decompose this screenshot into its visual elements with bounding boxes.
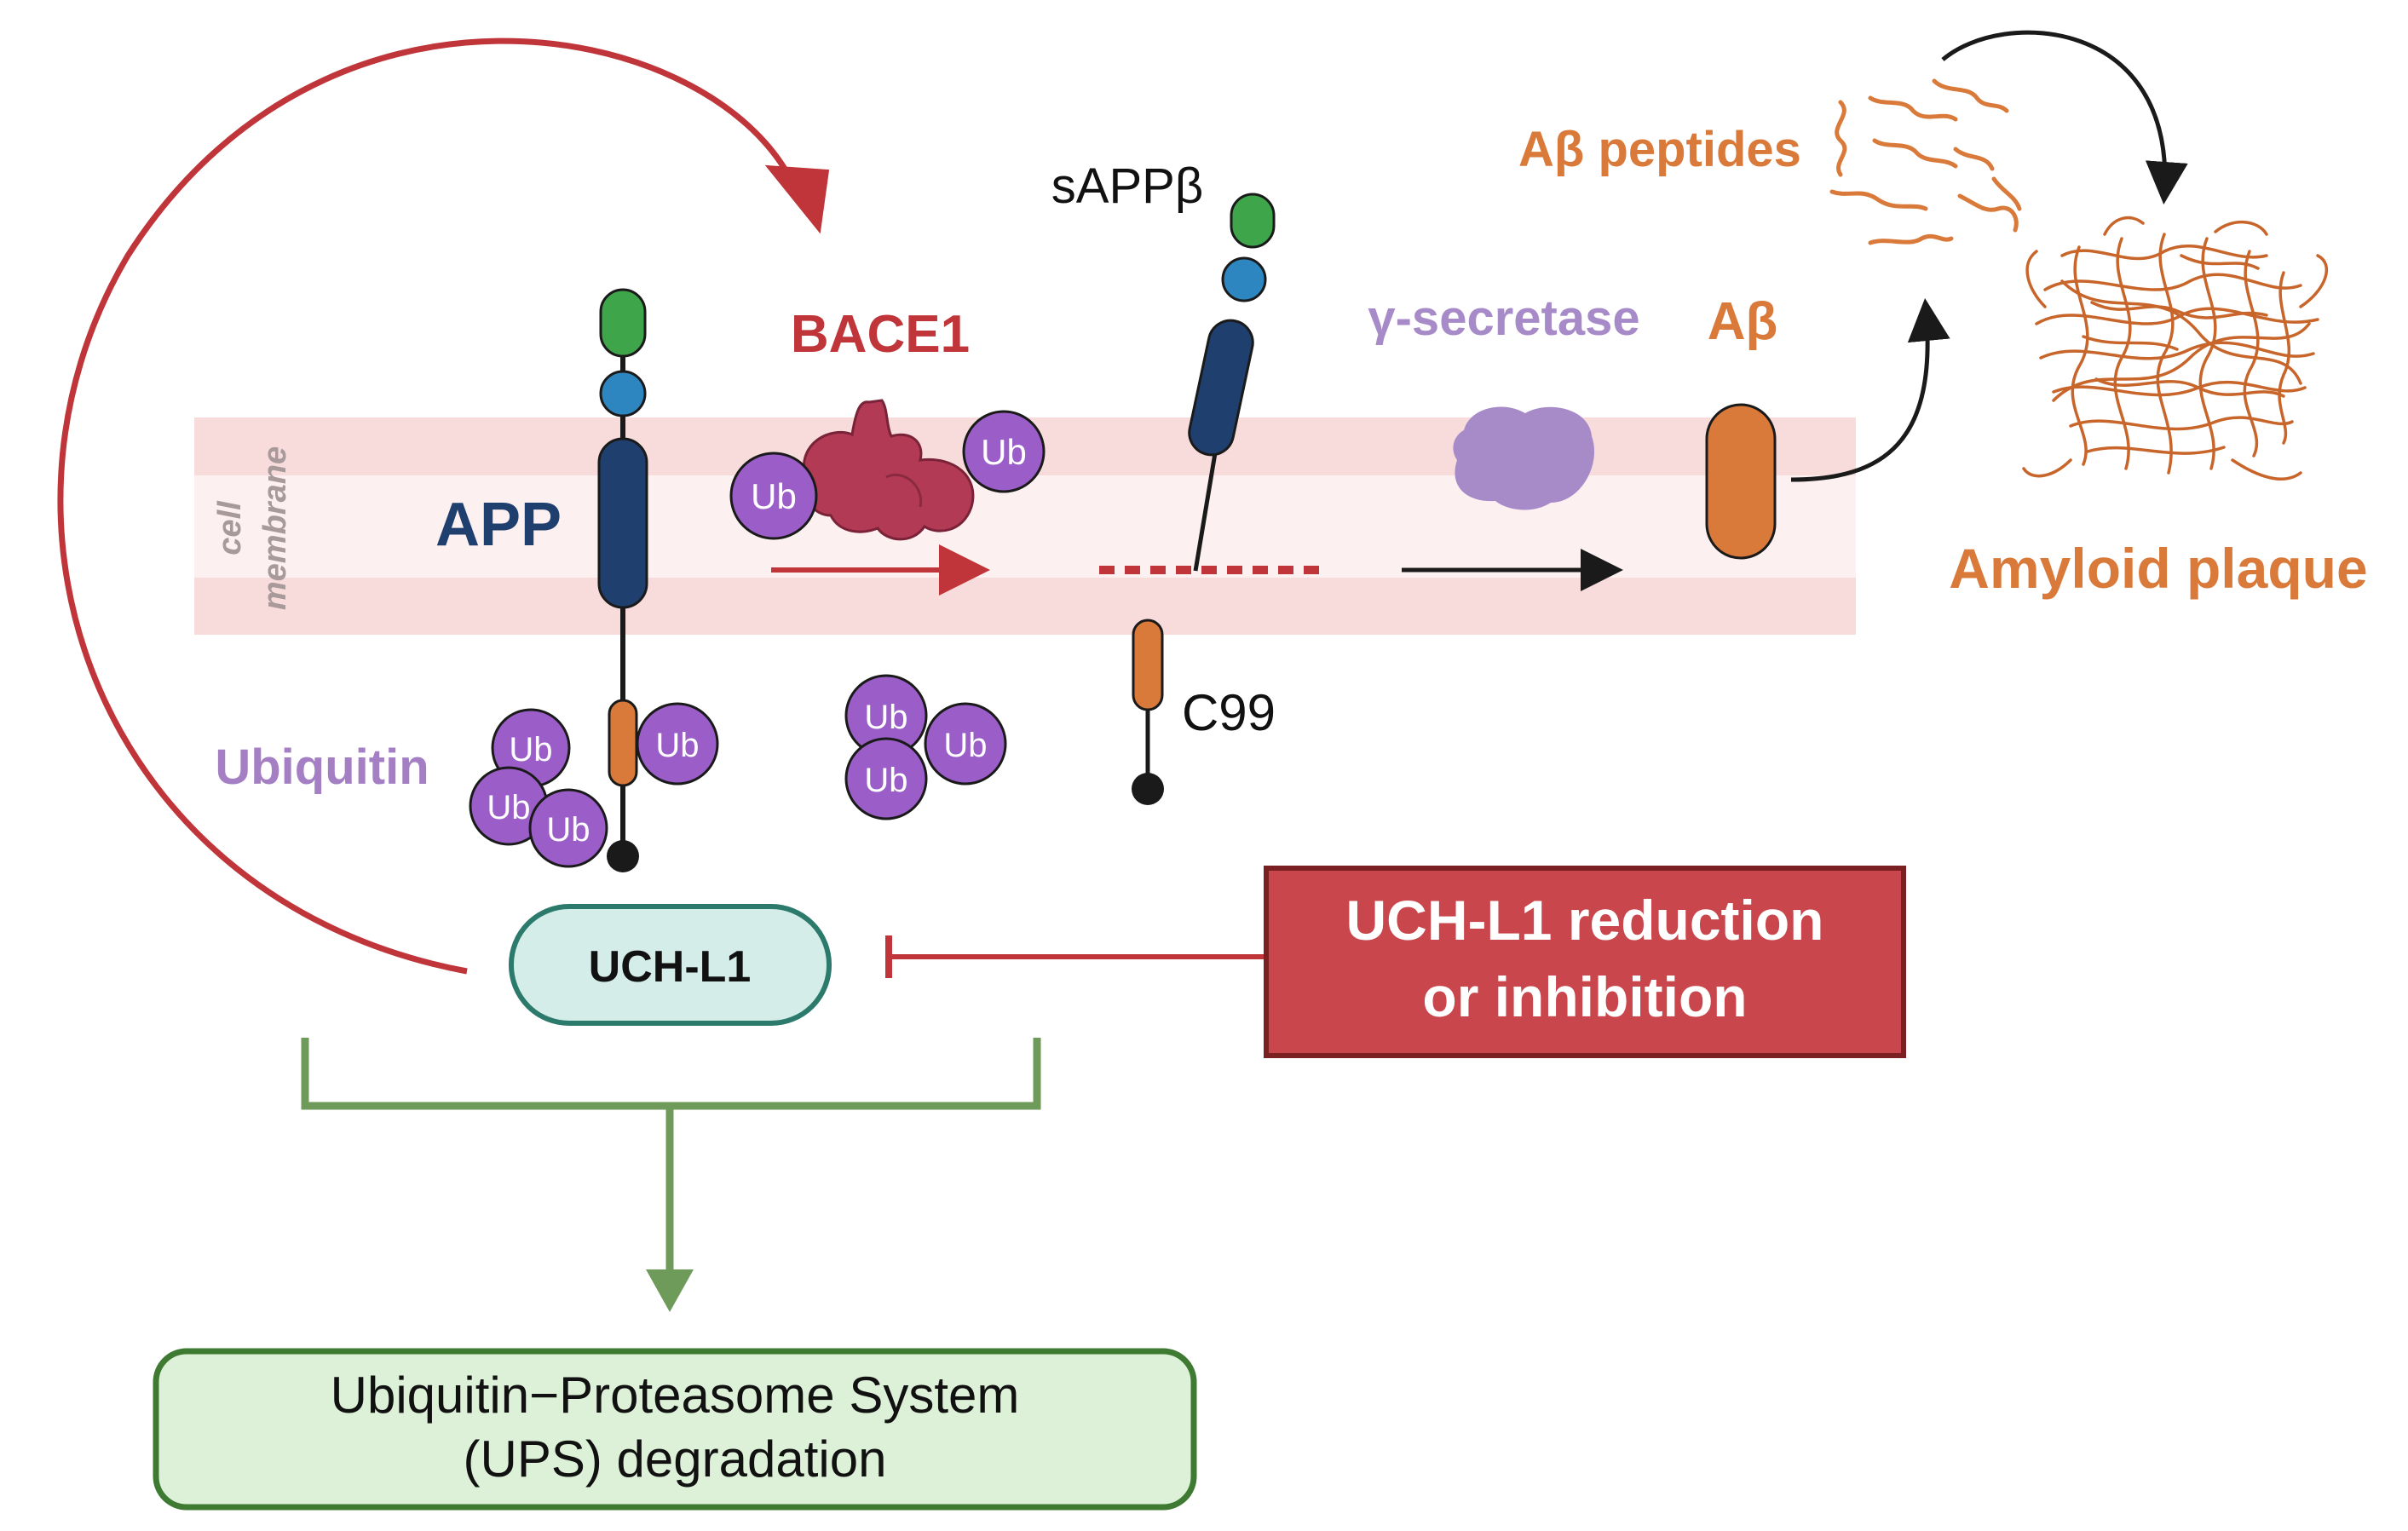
uchl1-to-bace1-arrow xyxy=(57,37,830,975)
c99-fragment xyxy=(1132,619,1164,805)
sappb-label: sAPPβ xyxy=(1051,158,1203,214)
abeta-fragment xyxy=(1705,403,1777,560)
ups-line2: (UPS) degradation xyxy=(464,1430,887,1488)
c99-label: C99 xyxy=(1182,684,1276,741)
ups-line1: Ubiquitin−Proteasome System xyxy=(331,1367,1020,1424)
svg-text:Ub: Ub xyxy=(864,762,907,799)
gamma-secretase-label: γ-secretase xyxy=(1368,291,1639,346)
ubiquitin-label: Ubiquitin xyxy=(215,740,429,795)
aggregation-arrow xyxy=(1941,30,2188,204)
svg-text:Ub: Ub xyxy=(509,731,552,768)
svg-text:Ub: Ub xyxy=(655,727,699,764)
ups-arrowhead xyxy=(646,1269,694,1312)
uchl1-label: UCH-L1 xyxy=(589,942,752,992)
free-ubiquitin-icon: Ub Ub Ub xyxy=(844,674,1007,820)
bace1-label: BACE1 xyxy=(791,305,970,364)
ups-degradation-box xyxy=(153,1348,1197,1511)
app-protein xyxy=(597,288,648,872)
uchl1-reduction-line2: or inhibition xyxy=(1422,965,1747,1028)
bace1-enzyme-icon xyxy=(802,399,975,541)
cell-membrane-label-line1: cell xyxy=(212,500,248,555)
uchl1-node xyxy=(509,904,832,1026)
app-label: APP xyxy=(435,491,562,559)
bace1-ubiquitin-icon: Ub Ub xyxy=(729,410,1046,540)
uchl1-reduction-line1: UCH-L1 reduction xyxy=(1346,889,1824,952)
abeta-label: Aβ xyxy=(1708,292,1778,351)
cell-membrane-label-line2: membrane xyxy=(257,446,293,610)
sappb-fragment xyxy=(1188,193,1276,572)
ubiquitin-icon: Ub Ub Ub Ub xyxy=(469,702,719,868)
amyloid-plaque-label: Amyloid plaque xyxy=(1949,537,2367,600)
abeta-release-arrow xyxy=(1790,298,1950,482)
abeta-peptide-icon xyxy=(1829,78,2022,245)
amyloid-plaque-icon xyxy=(2022,216,2328,481)
inhibition-arrow xyxy=(885,935,1268,978)
uchl1-reduction-box xyxy=(1264,866,1906,1058)
ups-bracket xyxy=(301,1038,1041,1269)
svg-text:Ub: Ub xyxy=(751,476,797,516)
svg-text:Ub: Ub xyxy=(864,699,907,736)
svg-text:Ub: Ub xyxy=(943,727,987,764)
gamma-secretase-icon xyxy=(1453,406,1595,510)
abeta-peptides-label: Aβ peptides xyxy=(1518,122,1801,177)
svg-text:Ub: Ub xyxy=(981,432,1027,472)
svg-text:Ub: Ub xyxy=(546,811,590,849)
svg-text:Ub: Ub xyxy=(487,789,530,826)
